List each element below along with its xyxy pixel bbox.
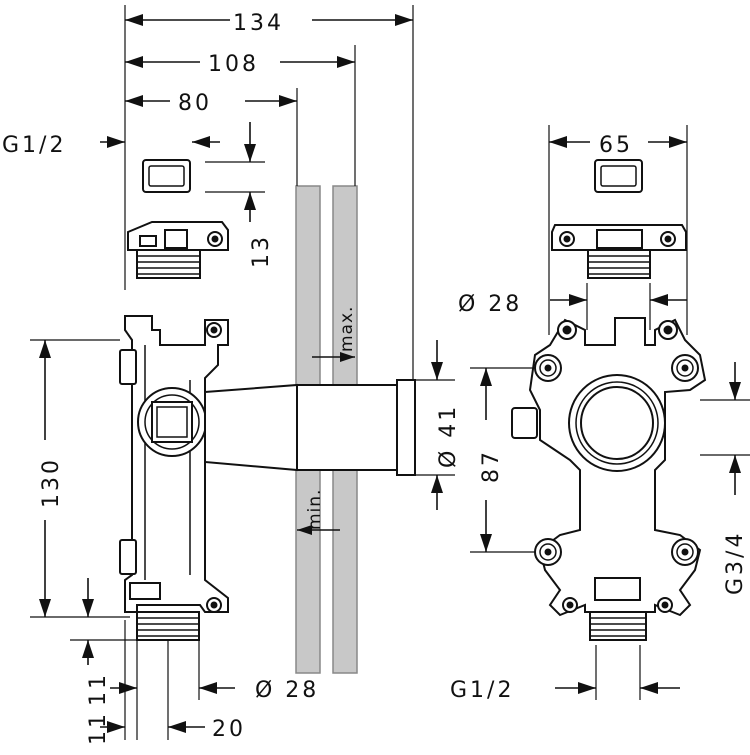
dim-connection-bottom-left: G1/2	[450, 678, 514, 703]
right-connection-dim	[700, 362, 750, 495]
dim-body-height: 130	[39, 457, 64, 508]
dim-offset-c: 20	[212, 717, 246, 742]
dim-offset-b: 11	[86, 711, 111, 745]
mounting-flange-front	[551, 224, 687, 279]
label-max: max.	[337, 306, 357, 352]
dim-outlet-diameter-front: Ø 28	[458, 292, 522, 317]
dim-front-width: 65	[599, 133, 633, 158]
front-height-dim	[470, 367, 535, 553]
cover-cap-front	[594, 159, 643, 193]
dim-connection-right: G3/4	[723, 531, 748, 595]
dim-outlet-diameter-side: Ø 41	[436, 404, 461, 468]
valve-body-side	[119, 315, 416, 641]
mounting-flange-side	[127, 221, 229, 279]
dim-overall-width: 134	[233, 11, 284, 36]
front-view-dims-top	[548, 125, 688, 335]
dim-mid-width: 108	[208, 52, 259, 77]
body-height-dim	[30, 339, 130, 618]
dim-cap-height: 13	[249, 234, 274, 268]
bottom-left-offsets	[70, 578, 235, 740]
dim-connection-left-top: G1/2	[2, 133, 66, 158]
dim-front-height: 87	[479, 449, 504, 483]
dim-offset-a: 11	[86, 672, 111, 706]
outlet-diameter-dim	[415, 340, 455, 510]
bottom-connection-dim	[555, 645, 680, 700]
valve-body-front	[511, 317, 707, 641]
dim-inner-width: 80	[178, 91, 212, 116]
top-dimension-lines	[124, 5, 414, 380]
cap-dimension	[100, 122, 265, 222]
label-min: min.	[305, 489, 325, 530]
dim-outlet-diameter-bottom: Ø 28	[255, 678, 319, 703]
depth-markers	[297, 352, 355, 535]
cover-cap-side	[142, 159, 191, 193]
